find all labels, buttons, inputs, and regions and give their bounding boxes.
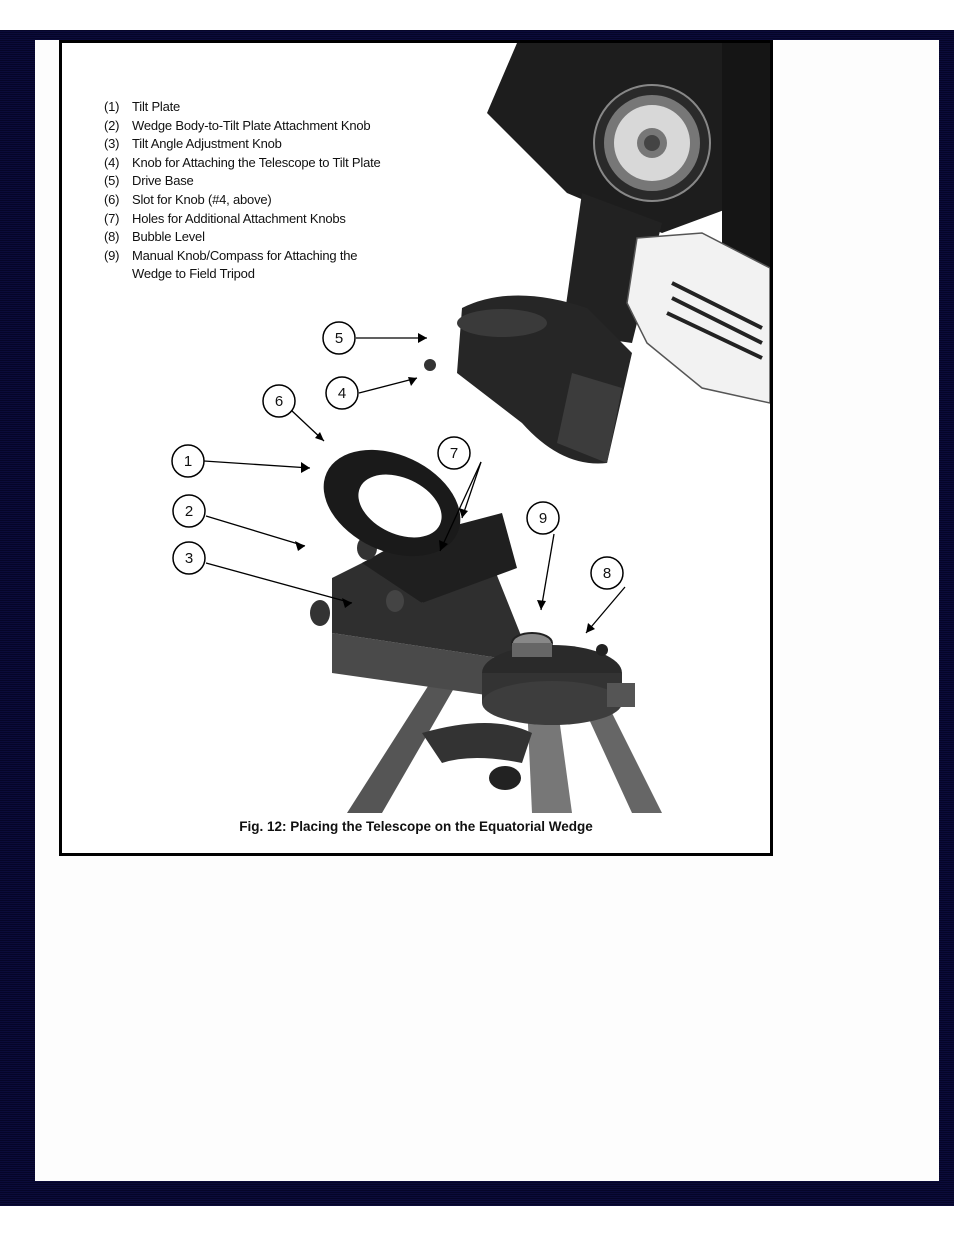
- callout-8-label: 8: [603, 565, 611, 582]
- callout-9: 9: [526, 501, 560, 535]
- legend-number: (6): [104, 191, 120, 207]
- legend-text: Wedge Body-to-Tilt Plate Attachment Knob: [132, 117, 371, 133]
- page-frame: 5 4 6 1 7: [0, 30, 954, 1206]
- manual-page: 5 4 6 1 7: [35, 40, 939, 1181]
- legend-item: (2) Wedge Body-to-Tilt Plate Attachment K…: [104, 117, 381, 136]
- callout-6-label: 6: [275, 393, 283, 410]
- legend-text: Drive Base: [132, 173, 194, 189]
- callout-8: 8: [590, 556, 624, 590]
- callout-2-label: 2: [185, 503, 193, 520]
- legend-number: (2): [104, 117, 120, 133]
- legend-item: (5) Drive Base: [104, 172, 381, 191]
- legend-item: (8) Bubble Level: [104, 228, 381, 247]
- legend-number: (7): [104, 210, 120, 226]
- figure-caption: Fig. 12: Placing the Telescope on the Eq…: [239, 819, 593, 834]
- legend-number: (3): [104, 136, 120, 152]
- tilt-plate: [323, 449, 461, 557]
- callout-4: 4: [325, 376, 359, 410]
- legend-number: (9): [104, 247, 120, 263]
- telescope-wedge-illustration: 5 4 6 1 7: [171, 43, 770, 813]
- setting-circle-dial: [593, 84, 711, 202]
- callout-5: 5: [322, 321, 356, 355]
- callout-2: 2: [172, 494, 206, 528]
- figure-legend: (1) Tilt Plate (2) Wedge Body-to-Tilt Plat…: [104, 98, 381, 284]
- legend-number: (8): [104, 229, 120, 245]
- legend-item: (9) Manual Knob/Compass for Attaching the…: [104, 247, 381, 284]
- legend-number: (5): [104, 173, 120, 189]
- legend-text: Tilt Plate: [132, 99, 181, 114]
- callout-3: 3: [172, 541, 206, 575]
- legend-item: (1) Tilt Plate: [104, 98, 381, 117]
- callout-6: 6: [262, 384, 296, 418]
- legend-number: (1): [104, 99, 120, 114]
- legend-number: (4): [104, 154, 120, 170]
- legend-item: (4) Knob for Attaching the Telescope to T…: [104, 154, 381, 173]
- hand-glove: [626, 232, 770, 404]
- legend-item: (7) Holes for Additional Attachment Knobs: [104, 210, 381, 229]
- drive-base: [424, 295, 632, 464]
- legend-item: (3) Tilt Angle Adjustment Knob: [104, 135, 381, 154]
- legend-text: Manual Knob/Compass for Attaching the We…: [132, 247, 358, 282]
- callout-7-label: 7: [450, 445, 458, 462]
- callout-1: 1: [171, 444, 205, 478]
- callout-9-label: 9: [539, 510, 547, 527]
- callout-1-label: 1: [184, 453, 192, 470]
- legend-text: Knob for Attaching the Telescope to Tilt…: [132, 154, 381, 170]
- legend-text: Bubble Level: [132, 229, 205, 245]
- callout-5-label: 5: [335, 330, 343, 347]
- legend-item: (6) Slot for Knob (#4, above): [104, 191, 381, 210]
- azimuth-base: [482, 632, 635, 725]
- callout-leaders: [203, 337, 626, 634]
- callout-4-label: 4: [338, 385, 346, 402]
- callout-7: 7: [437, 436, 471, 470]
- callout-3-label: 3: [185, 550, 193, 567]
- legend-text: Tilt Angle Adjustment Knob: [132, 136, 282, 152]
- callout-arrowheads: [295, 333, 595, 633]
- equatorial-wedge: [310, 513, 542, 703]
- field-tripod: [347, 683, 662, 813]
- figure-12: 5 4 6 1 7: [59, 40, 773, 856]
- legend-text: Holes for Additional Attachment Knobs: [132, 210, 346, 226]
- legend-text: Slot for Knob (#4, above): [132, 191, 272, 207]
